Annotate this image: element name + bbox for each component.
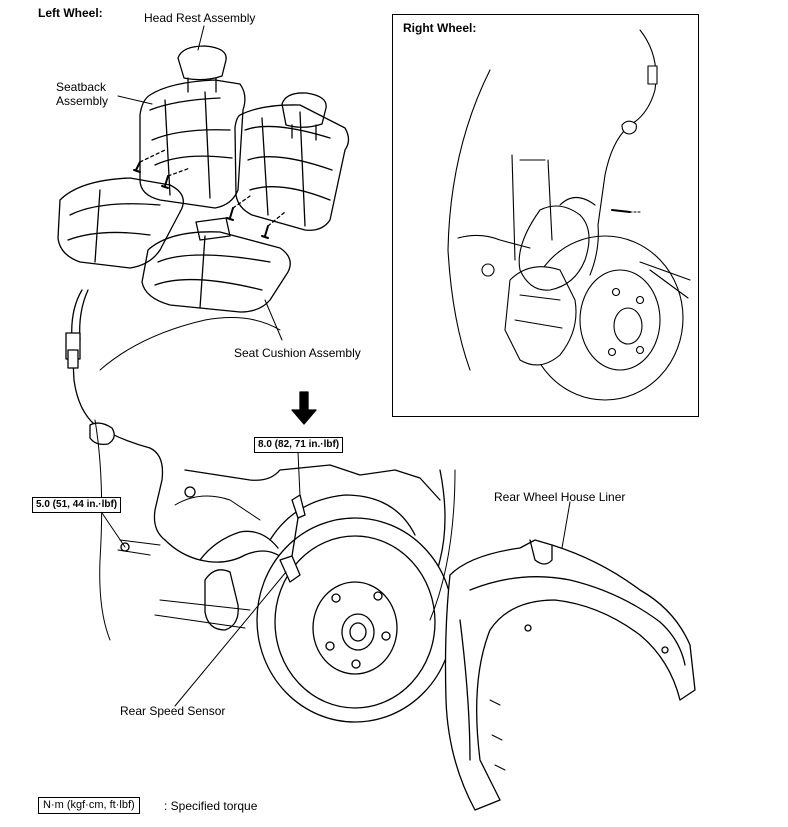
right-wheel-illustration — [448, 30, 690, 400]
seat-leader-lines — [118, 26, 282, 340]
torque-spec-sensor-bolt: 8.0 (82, 71 in.·lbf) — [254, 437, 344, 453]
legend-description: : Specified torque — [164, 799, 258, 813]
torque-spec-bracket-bolt: 5.0 (51, 44 in.·lbf) — [32, 497, 122, 513]
head-rest-assembly-label: Head Rest Assembly — [144, 11, 256, 25]
rear-seat-illustration — [58, 46, 349, 312]
left-wheel-leader-lines — [100, 510, 286, 706]
right-wheel-panel: Right Wheel: — [392, 14, 699, 417]
right-wheel-heading: Right Wheel: — [403, 21, 477, 35]
seat-cushion-assembly-label: Seat Cushion Assembly — [234, 346, 361, 360]
legend-unit-box: N·m (kgf·cm, ft·lbf) — [38, 797, 140, 814]
seatback-assembly-label-line2: Assembly — [56, 94, 109, 108]
left-wheel-assembly — [66, 290, 453, 722]
rear-speed-sensor-label: Rear Speed Sensor — [120, 704, 226, 718]
rear-wheel-house-liner — [430, 470, 695, 810]
rear-wheel-house-liner-label: Rear Wheel House Liner — [494, 490, 626, 504]
seatback-assembly-label-line1: Seatback — [56, 80, 107, 94]
torque-location-arrow — [292, 392, 316, 496]
left-wheel-heading: Left Wheel: — [38, 6, 103, 20]
